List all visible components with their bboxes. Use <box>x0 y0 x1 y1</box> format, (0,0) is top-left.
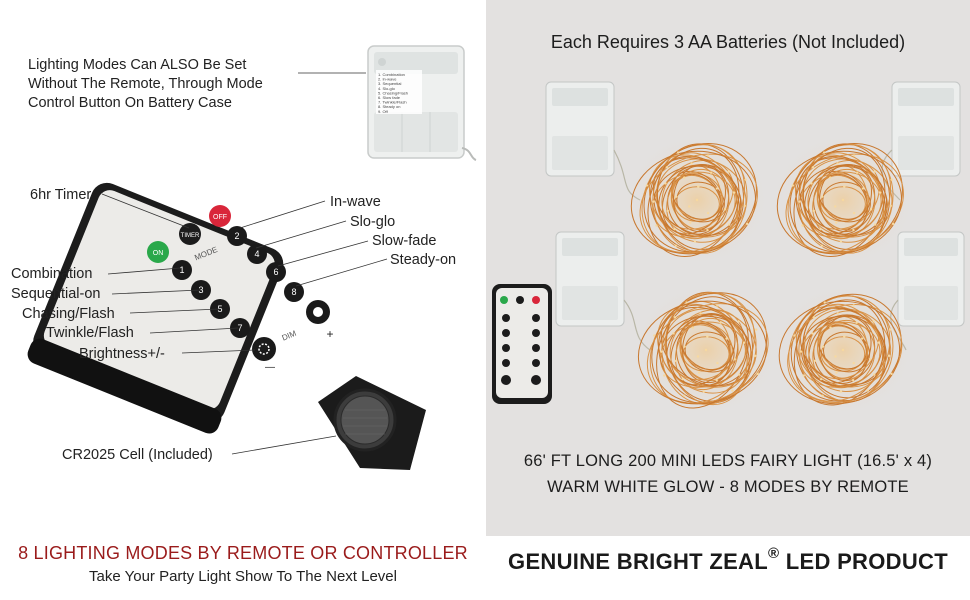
wire-coil <box>630 282 782 418</box>
label-sequential-on: Sequential-on <box>11 286 101 302</box>
label-combination: Combination <box>11 266 93 282</box>
wire-coil <box>771 282 915 418</box>
key-5-label: 5 <box>217 304 222 314</box>
case-mode-item: 2. In-wave <box>378 77 397 82</box>
off-key[interactable] <box>209 205 231 227</box>
leader-lines <box>101 193 388 455</box>
battery-box-top-right <box>891 81 961 177</box>
remote-control-photo <box>27 182 284 434</box>
spec-line-length: 66' FT LONG 200 MINI LEDS FAIRY LIGHT (1… <box>523 452 933 470</box>
battery-box-mid-left <box>555 231 625 327</box>
wire-coil <box>769 132 917 268</box>
label-slow-fade: Slow-fade <box>372 233 437 249</box>
fairy-lights-photo <box>492 81 965 418</box>
spec-line-modes: WARM WHITE GLOW - 8 MODES BY REMOTE <box>547 478 909 496</box>
key-3[interactable] <box>191 280 211 300</box>
label-twinkle-flash: Twinkle/Flash <box>46 325 134 341</box>
case-mode-item: 6. Slow fade <box>378 95 401 100</box>
battery-case-note: Lighting Modes Can ALSO Be Set Without T… <box>28 56 263 113</box>
key-8[interactable] <box>284 282 304 302</box>
label-steady-on: Steady-on <box>390 252 457 268</box>
case-mode-item: 8. Steady on <box>378 104 400 109</box>
case-mode-item: 7. Twinkle/Flash <box>378 100 407 105</box>
key-7[interactable] <box>230 318 250 338</box>
wire-coil <box>623 132 771 268</box>
label-slo-glo: Slo-glo <box>350 214 396 230</box>
battery-tray-photo <box>318 376 426 470</box>
key-6[interactable] <box>266 262 286 282</box>
key-2-label: 2 <box>234 231 239 241</box>
registered-mark: ® <box>767 545 780 562</box>
key-3-label: 3 <box>198 285 203 295</box>
label-chasing-flash: Chasing/Flash <box>22 306 115 322</box>
promo-subtitle: Take Your Party Light Show To The Next L… <box>89 568 397 585</box>
key-4-label: 4 <box>254 249 259 259</box>
label-brightness: Brightness+/- <box>79 346 165 362</box>
battery-box-top-left <box>545 81 615 177</box>
case-mode-item: 9. Off <box>378 109 389 114</box>
key-1[interactable] <box>172 260 192 280</box>
promo-title: 8 LIGHTING MODES BY REMOTE OR CONTROLLER <box>18 543 468 563</box>
case-note-line-2: Without The Remote, Through Mode <box>28 76 263 92</box>
case-mode-item: 3. Sequential <box>378 81 401 86</box>
dim-minus-key[interactable] <box>252 337 276 361</box>
key-6-label: 6 <box>273 267 278 277</box>
brand-suffix: LED PRODUCT <box>779 549 948 574</box>
key-7-label: 7 <box>237 323 242 333</box>
off-key-label: OFF <box>213 214 227 221</box>
timer-key[interactable] <box>179 223 201 245</box>
plus-label: + <box>326 327 333 341</box>
case-note-line-1: Lighting Modes Can ALSO Be Set <box>28 57 247 73</box>
label-in-wave: In-wave <box>330 194 381 210</box>
battery-box-mid-right <box>897 231 965 327</box>
key-1-label: 1 <box>179 265 184 275</box>
bottom-banner <box>0 536 970 600</box>
brand-name: GENUINE BRIGHT ZEAL <box>508 549 768 574</box>
minus-label: — <box>265 362 275 373</box>
case-note-line-3: Control Button On Battery Case <box>28 95 232 111</box>
on-key[interactable] <box>147 241 169 263</box>
key-2[interactable] <box>227 226 247 246</box>
case-mode-item: 4. Slo-glo <box>378 86 396 91</box>
on-key-label: ON <box>153 250 164 257</box>
key-8-label: 8 <box>291 287 296 297</box>
label-6hr-timer: 6hr Timer <box>30 187 92 203</box>
key-4[interactable] <box>247 244 267 264</box>
timer-key-label: TIMER <box>181 233 200 239</box>
label-cr2025-cell: CR2025 Cell (Included) <box>62 447 213 463</box>
case-mode-item: 1. Combination <box>378 72 405 77</box>
battery-requirement-header: Each Requires 3 AA Batteries (Not Includ… <box>550 32 906 52</box>
brand-tagline: GENUINE BRIGHT ZEAL® LED PRODUCT <box>486 545 970 575</box>
case-mode-item: 5. Chasing/Flash <box>378 90 408 95</box>
small-remote-photo <box>492 284 552 404</box>
key-5[interactable] <box>210 299 230 319</box>
